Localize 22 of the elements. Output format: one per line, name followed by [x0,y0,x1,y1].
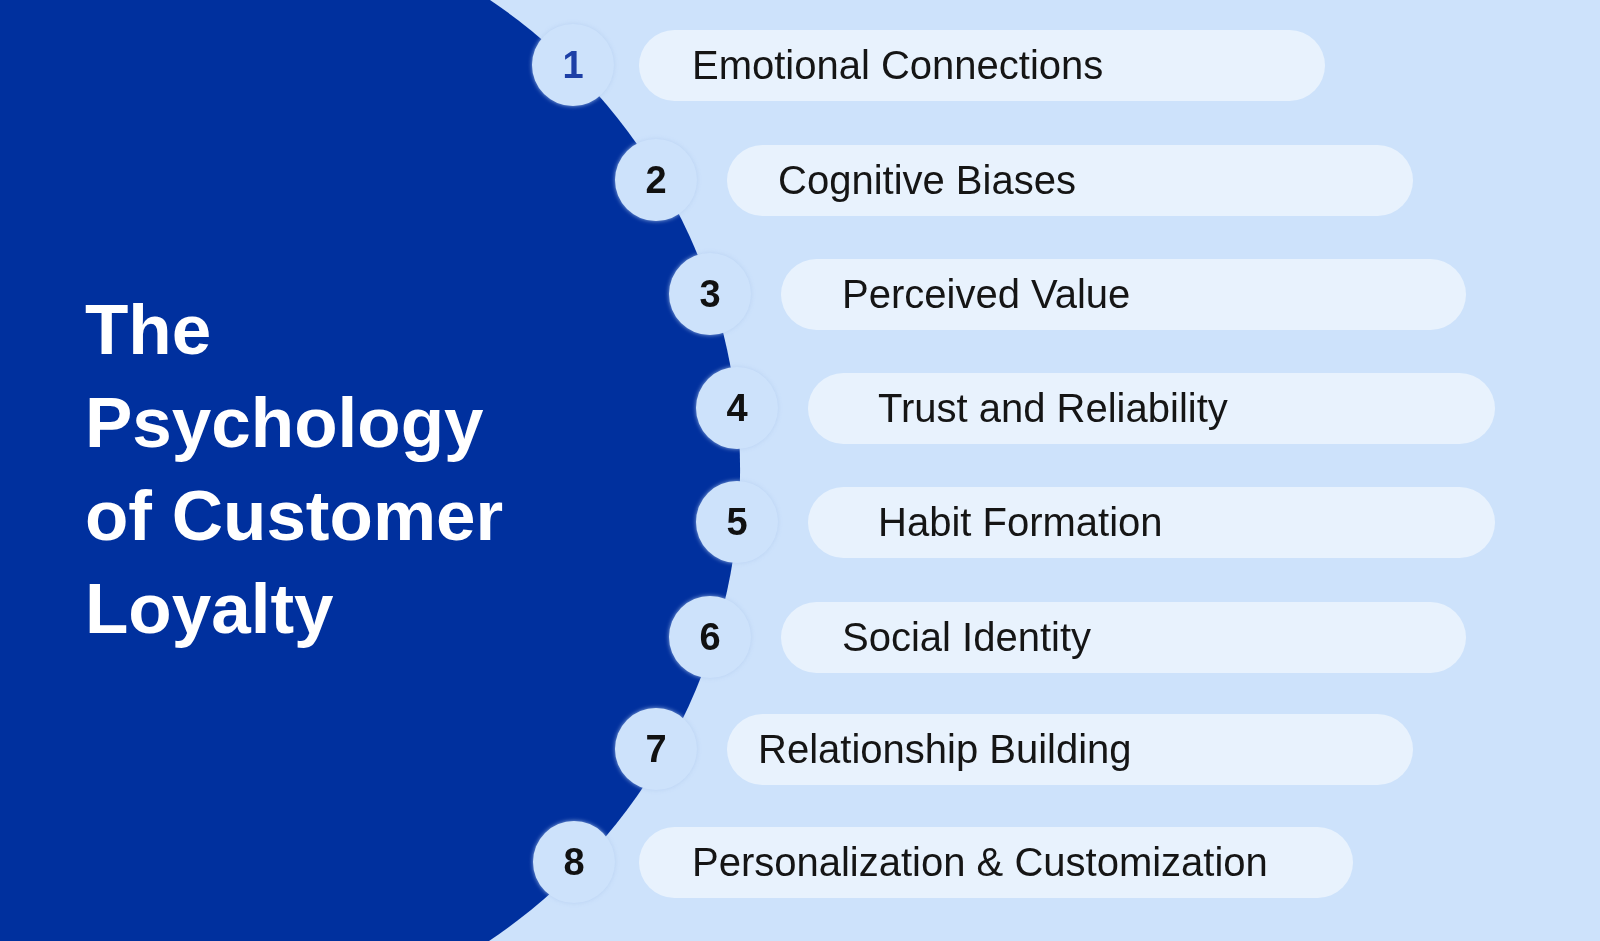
topic-label: Trust and Reliability [878,388,1228,428]
topic-label: Emotional Connections [692,45,1104,85]
topic-label: Cognitive Biases [778,160,1076,200]
step-number: 2 [645,161,667,199]
step-number: 3 [699,275,721,313]
topic-label: Social Identity [842,617,1092,657]
step-number: 7 [645,730,667,768]
step-number: 5 [726,503,748,541]
topic-label: Personalization & Customization [692,842,1268,882]
number-circle [669,253,751,335]
topic-label: Habit Formation [878,502,1163,542]
number-circle [532,24,614,106]
topic-label: Perceived Value [842,274,1131,314]
step-number: 6 [699,618,721,656]
step-number: 8 [563,843,585,881]
step-number: 1 [562,46,584,84]
step-number: 4 [726,389,748,427]
number-circle [615,139,697,221]
number-circle [696,481,778,563]
number-circle [696,367,778,449]
topic-label: Relationship Building [758,729,1132,769]
title-heading: The Psychology of Customer Loyalty [85,289,505,650]
